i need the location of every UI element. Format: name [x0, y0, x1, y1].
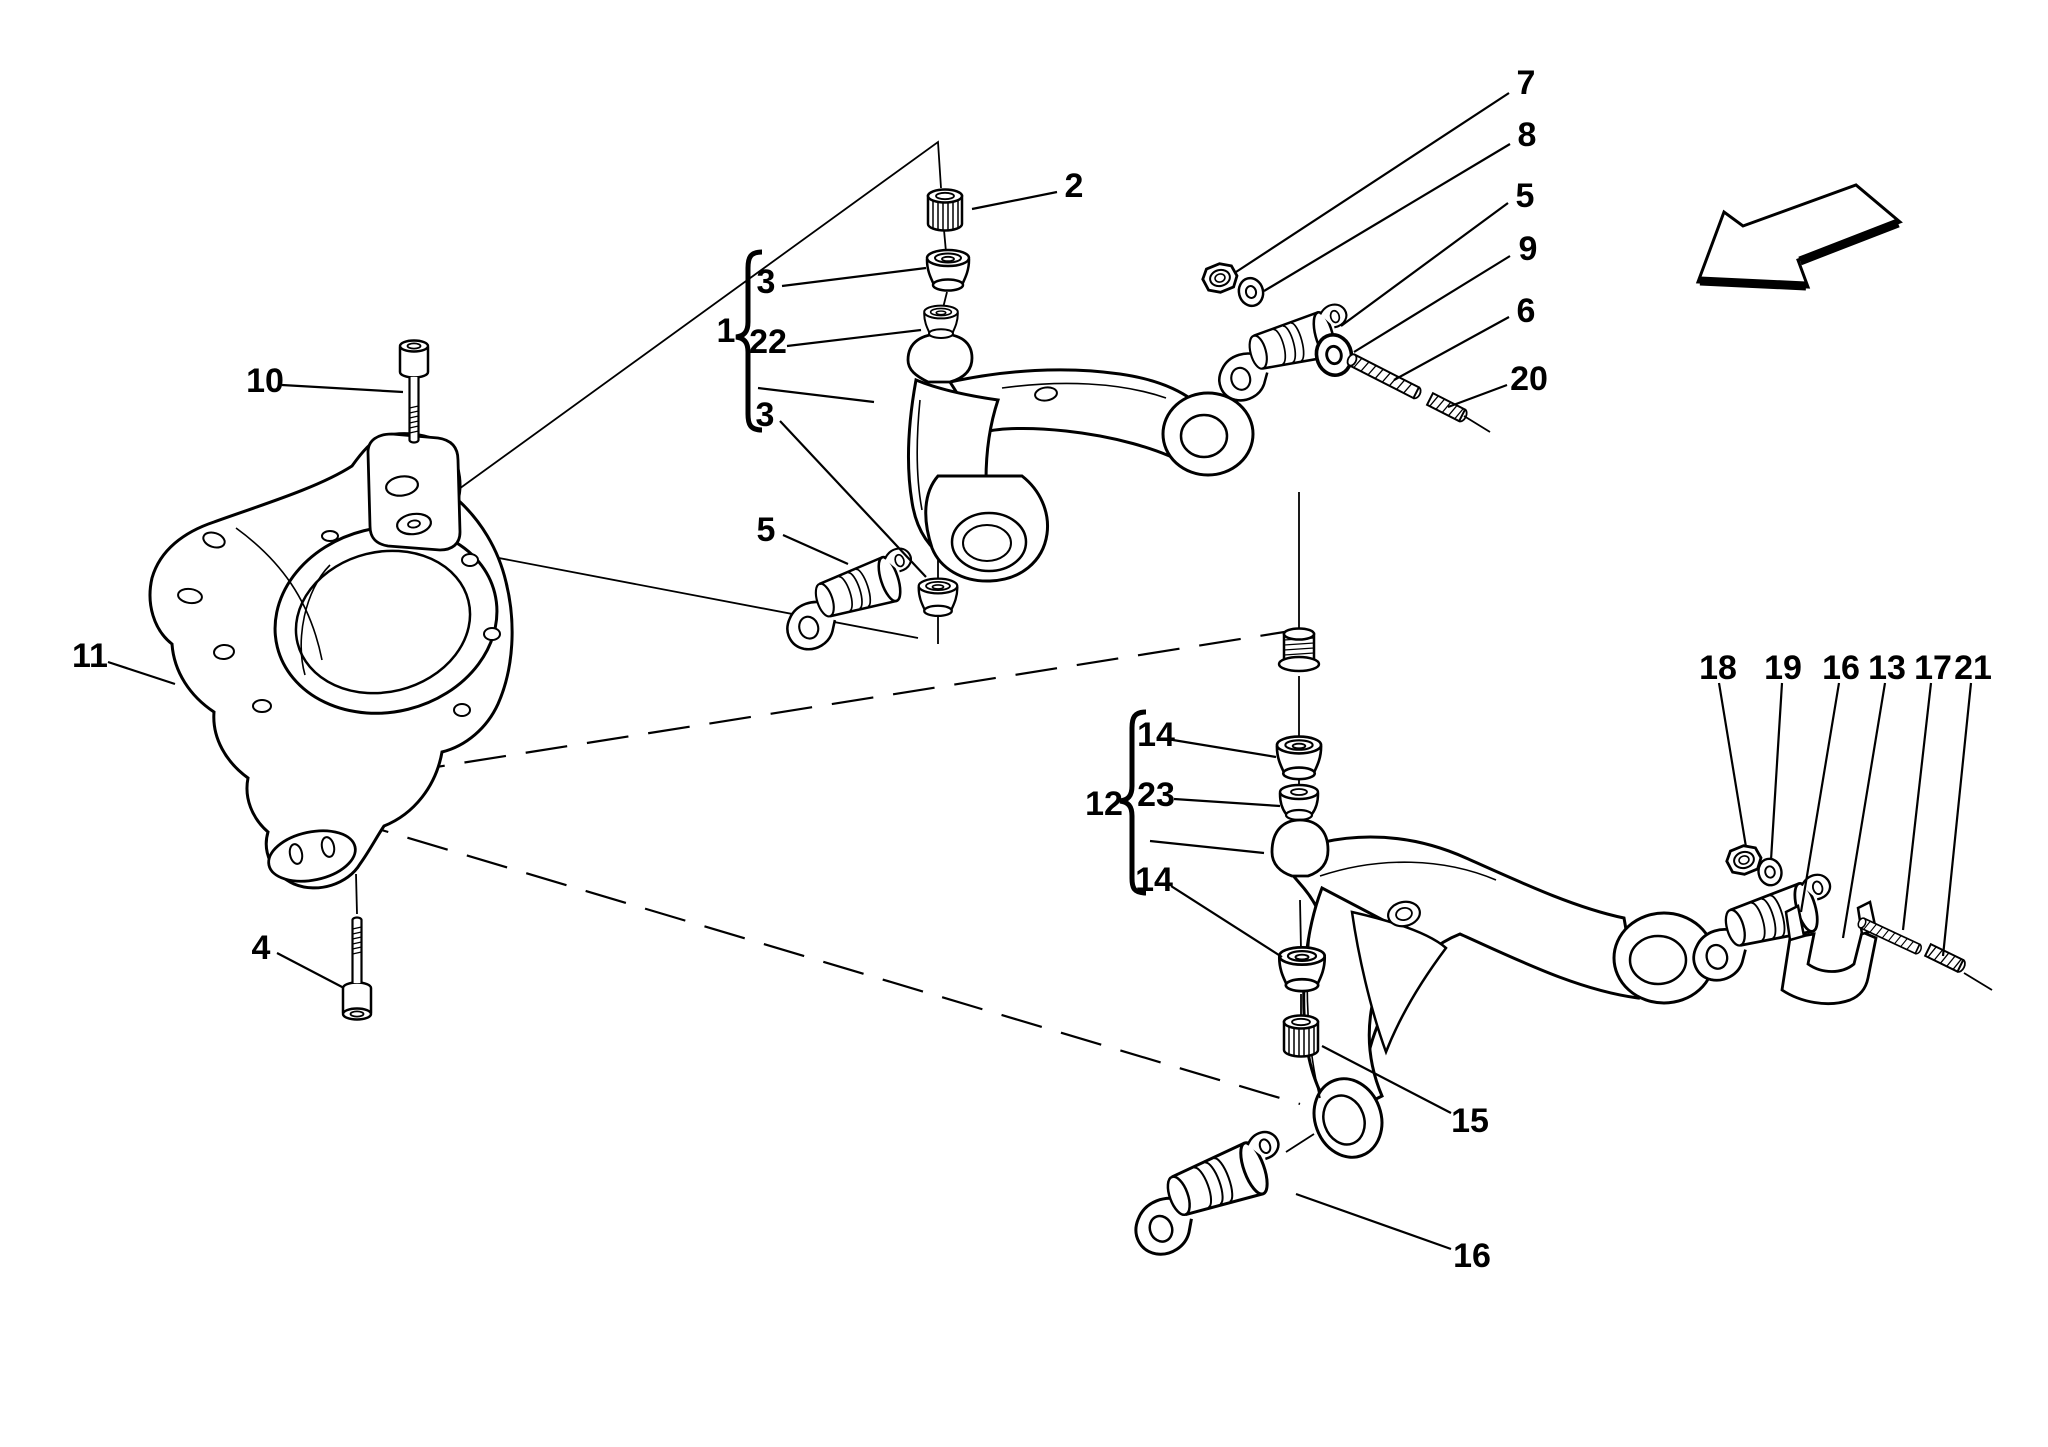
group-12-arm-leader [1149, 839, 1265, 855]
callout-4-13: 4 [252, 929, 271, 967]
callout-22-2: 22 [749, 323, 787, 361]
socket-head-bolt-bottom [341, 916, 373, 1021]
assembly-line-upper [411, 140, 942, 524]
callout-16-18: 16 [1453, 1237, 1491, 1275]
direction-arrow-icon [1695, 183, 1903, 291]
steering-knuckle [148, 432, 514, 890]
leader-15-17 [1321, 1045, 1452, 1114]
lower-balljoint-stack [1275, 627, 1323, 822]
callout-8-6: 8 [1518, 116, 1537, 154]
knurled-nut-2 [926, 188, 964, 232]
upper-ball-joint-boss [906, 332, 974, 384]
leader-19-20 [1769, 682, 1784, 861]
callout-21-24: 21 [1954, 649, 1992, 687]
callout-11-12: 11 [72, 637, 108, 675]
callout-7-5: 7 [1517, 64, 1536, 102]
leader-3-3 [779, 420, 927, 578]
mounting-bracket-13 [1780, 900, 1878, 1006]
bolt-6 [1344, 351, 1424, 401]
callout-18-19: 18 [1699, 649, 1737, 687]
leader-4-13 [276, 952, 345, 989]
bushing-22 [923, 304, 959, 340]
lower-wishbone-cutout [1350, 910, 1448, 1056]
tapered-bushing-14-upper [1275, 735, 1323, 781]
callout-17-23: 17 [1914, 649, 1952, 687]
leader-7-5 [1235, 92, 1510, 273]
tapered-bushing-3-lower [917, 577, 959, 618]
leader-5-7 [1340, 202, 1509, 327]
callout-14-16: 14 [1135, 861, 1173, 899]
callout-9-8: 9 [1519, 230, 1538, 268]
group-label-12: 12 [1085, 785, 1123, 823]
callout-5-4: 5 [757, 511, 776, 549]
callout-23-15: 23 [1137, 776, 1175, 814]
tapered-bushing-3-upper [925, 248, 971, 292]
group-label-1: 1 [717, 312, 736, 350]
lower-wishbone [1270, 818, 1716, 1159]
leader-22-2 [786, 328, 922, 348]
pivot-bushing-16-rear [1678, 870, 1849, 988]
callout-16-21: 16 [1822, 649, 1860, 687]
leader-20-10 [1447, 383, 1508, 409]
knurled-nut-15 [1282, 1014, 1320, 1058]
callout-14-14: 14 [1137, 716, 1175, 754]
assembly-dash-upper [341, 628, 1298, 784]
threaded-stud-21 [1924, 943, 1968, 975]
construction-lines [341, 140, 1993, 1153]
leader-13-22 [1841, 682, 1887, 939]
leader-18-19 [1717, 682, 1748, 848]
hex-nut-7 [1198, 258, 1242, 298]
callout-15-17: 15 [1451, 1102, 1489, 1140]
leader-21-24 [1941, 682, 1973, 957]
leader-10-11 [281, 383, 404, 394]
leader-17-23 [1901, 682, 1933, 931]
callout-leader-lines [107, 92, 1973, 1251]
lower-ball-joint-boss [1270, 818, 1330, 878]
pivot-bushing-5-front [772, 544, 930, 657]
callout-19-20: 19 [1764, 649, 1802, 687]
callout-6-9: 6 [1517, 292, 1536, 330]
leader-16-21 [1799, 682, 1841, 913]
pivot-bushing-16-front [1116, 1126, 1303, 1263]
leader-2-0 [971, 190, 1058, 211]
callout-13-22: 13 [1868, 649, 1906, 687]
callout-5-7: 5 [1516, 177, 1535, 215]
bushing-23 [1278, 783, 1320, 822]
leader-3-1 [781, 266, 927, 288]
leader-9-8 [1353, 255, 1511, 353]
leader-16-18 [1295, 1192, 1452, 1251]
callout-20-10: 20 [1510, 360, 1548, 398]
leader-8-6 [1263, 143, 1511, 292]
callout-2-0: 2 [1065, 167, 1084, 205]
leader-11-12 [107, 660, 176, 686]
leader-6-9 [1393, 316, 1510, 381]
assembly-dash-lower [347, 818, 1301, 1106]
leader-14-16 [1170, 885, 1283, 958]
group-12-brace [1119, 709, 1147, 896]
callout-3-3: 3 [756, 396, 775, 434]
leader-14-14 [1172, 738, 1277, 759]
group-1-brace [735, 249, 763, 433]
callout-10-11: 10 [246, 362, 284, 400]
threaded-stud-20 [1426, 392, 1470, 424]
socket-head-bolt-top [398, 339, 430, 444]
callout-3-1: 3 [757, 263, 776, 301]
tapered-bushing-14-lower [1277, 946, 1327, 993]
leader-23-15 [1173, 797, 1281, 808]
upper-wishbone [906, 332, 1255, 583]
plug-flange [1277, 655, 1321, 673]
washer-8 [1234, 274, 1268, 310]
group-1-arm-leader [757, 386, 875, 404]
leader-5-4 [782, 533, 849, 566]
